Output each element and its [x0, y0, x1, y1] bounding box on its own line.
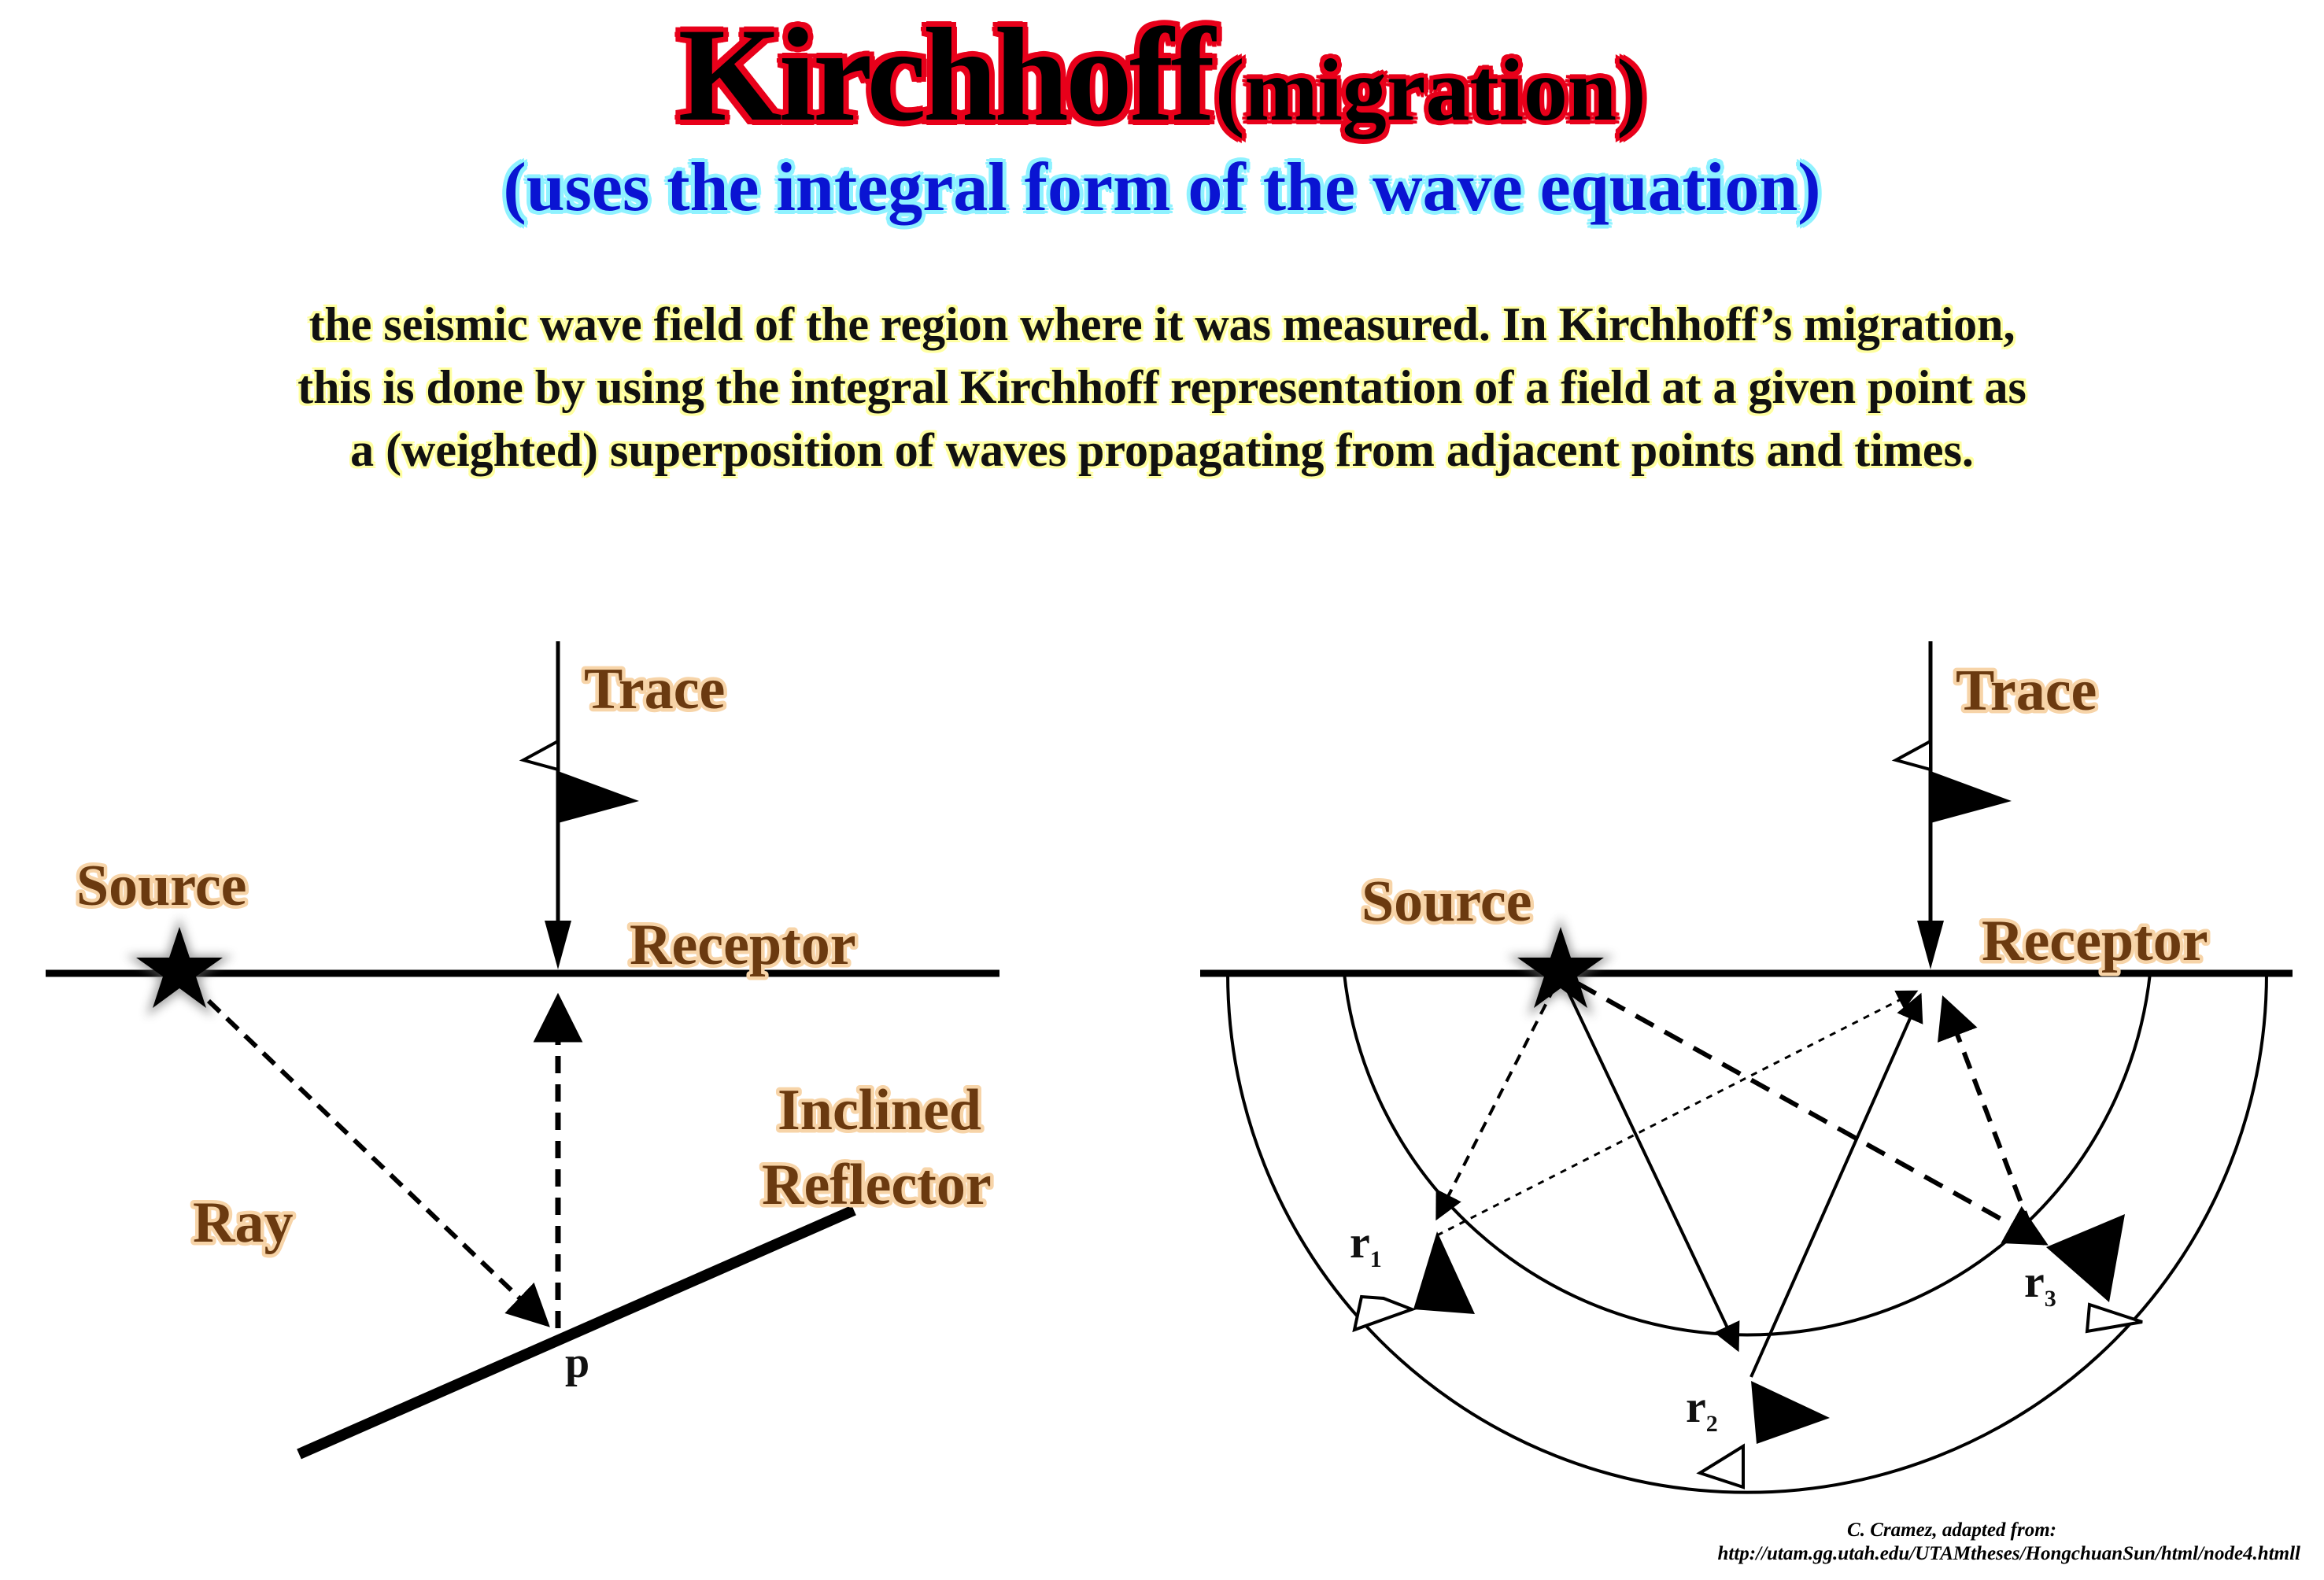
right-trace-wavelet-up	[1891, 738, 1932, 772]
left-incident-ray	[206, 999, 550, 1327]
left-reflector-line	[297, 1205, 856, 1460]
page-subtitle: (uses the integral form of the wave equa…	[503, 150, 1821, 226]
right-trace-arrowhead	[1917, 921, 1944, 969]
description-line: the seismic wave field of the region whe…	[309, 298, 2015, 350]
left-source-label: Source	[76, 854, 247, 918]
left-reflector-label: Reflector	[762, 1153, 992, 1217]
left-inclined-label: Inclined	[778, 1078, 981, 1143]
left-trace-wavelet-down	[558, 771, 639, 823]
description-line: this is done by using the integral Kirch…	[297, 361, 2027, 413]
left-ray-label: Ray	[193, 1191, 293, 1255]
right-inner-arc	[1343, 973, 2152, 1337]
right-trace-wavelet-down	[1931, 771, 2012, 823]
r1-label: r1	[1350, 1216, 1382, 1272]
r3-label: r3	[2024, 1256, 2056, 1312]
credit-line: C. Cramez, adapted from:	[1847, 1519, 2056, 1541]
right-ray-r3-receptor	[1937, 995, 2033, 1229]
left-diagram: Trace Source Receptor Inclined Reflector…	[46, 641, 999, 1460]
right-ray-r1-receptor	[1436, 990, 1919, 1237]
page-title: Kirchhoff (migration)	[0, 8, 2324, 142]
right-ray-r2-receptor	[1749, 992, 1923, 1378]
left-trace-wavelet-up	[519, 738, 560, 772]
right-outer-arc	[1226, 973, 2268, 1494]
credit-url: http://utam.gg.utah.edu/UTAMtheses/Hongc…	[1717, 1543, 2301, 1564]
right-source-star-icon	[1517, 927, 1604, 1008]
title-paren: (migration)	[1215, 42, 1646, 139]
wavelet-r3	[2046, 1214, 2143, 1334]
left-trace-arrowhead	[545, 921, 571, 969]
description-line: a (weighted) superposition of waves prop…	[350, 424, 1974, 476]
source-credit: C. Cramez, adapted from: http://utam.gg.…	[1199, 1519, 2301, 1566]
right-source-label: Source	[1362, 869, 1532, 934]
title-main: Kirchhoff	[678, 1, 1215, 149]
right-trace-label: Trace	[1956, 659, 2097, 723]
wavelet-r1	[1352, 1231, 1475, 1333]
wavelet-r2	[1696, 1381, 1830, 1490]
left-point-label: p	[565, 1338, 589, 1387]
right-diagram: Trace Source Receptor r1 r2 r3	[1200, 641, 2293, 1494]
description: the seismic wave field of the region whe…	[79, 293, 2245, 482]
right-ray-source-r1	[1435, 987, 1556, 1221]
right-ray-source-r2	[1565, 987, 1740, 1353]
left-trace-label: Trace	[584, 657, 725, 722]
right-receptor-label: Receptor	[1982, 909, 2208, 973]
r2-label: r2	[1686, 1381, 1718, 1437]
right-ray-source-r3	[1576, 981, 2049, 1246]
left-source-star-icon	[136, 927, 223, 1008]
left-receptor-label: Receptor	[630, 913, 856, 977]
